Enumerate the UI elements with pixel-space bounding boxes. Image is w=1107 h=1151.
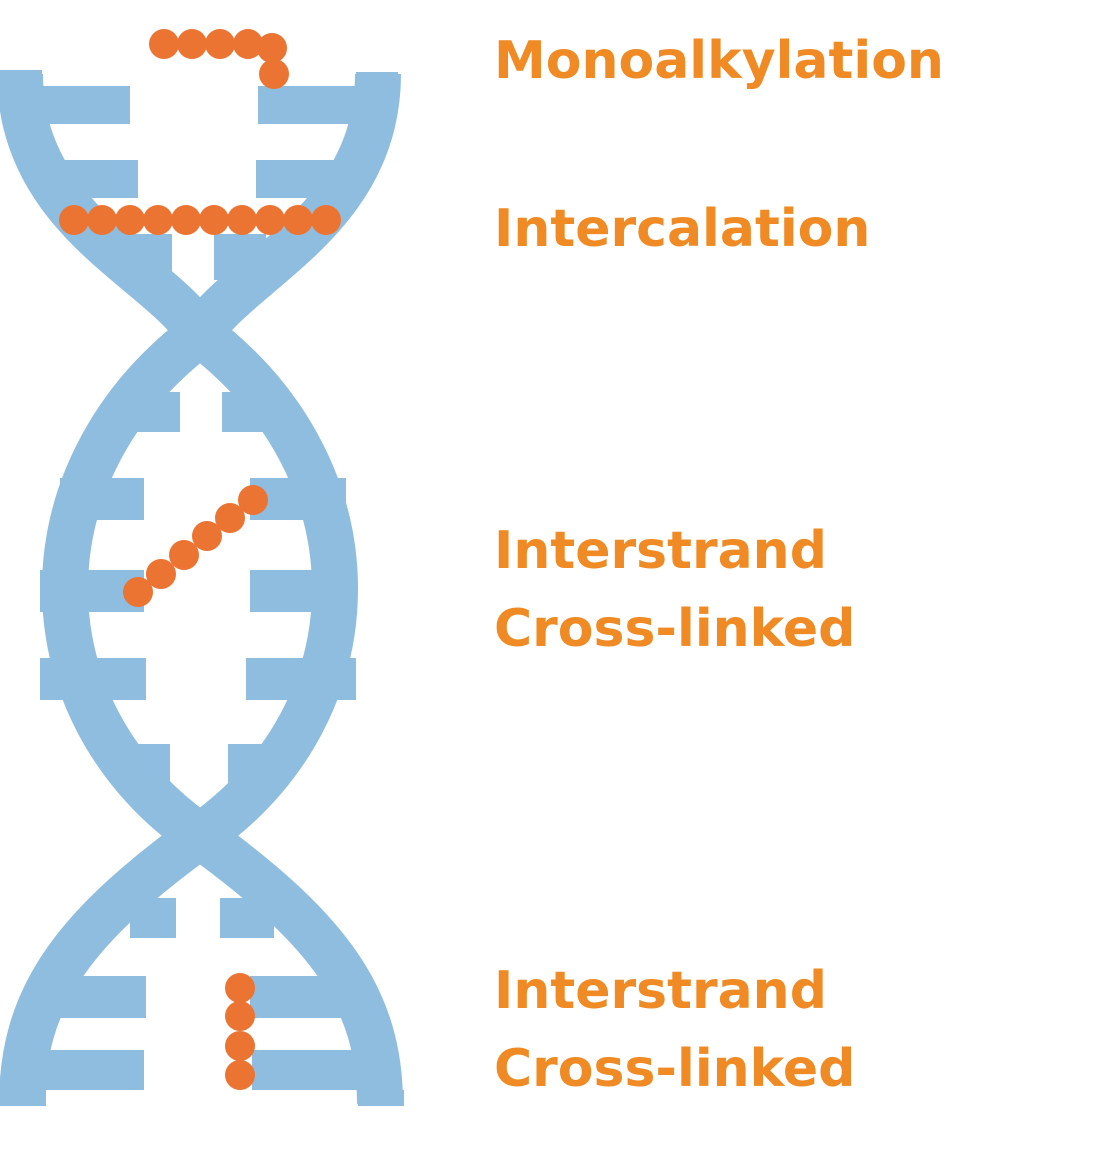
- molecule-bead: [215, 503, 245, 533]
- molecule-bead: [238, 485, 268, 515]
- molecule-bead: [87, 205, 117, 235]
- base-pair-left: [120, 234, 172, 280]
- interstrand-crosslink-vertical-molecule: [225, 973, 255, 1090]
- molecule-bead: [192, 521, 222, 551]
- base-pair-right: [252, 1050, 362, 1090]
- molecule-bead: [225, 973, 255, 1003]
- label-interstrand-2-line1: Interstrand: [494, 961, 827, 1021]
- label-intercalation: Intercalation: [494, 199, 871, 259]
- intercalation-molecule: [59, 205, 341, 235]
- molecule-bead: [283, 205, 313, 235]
- base-pair-right: [256, 160, 336, 198]
- molecule-bead: [59, 205, 89, 235]
- base-pair-left: [60, 160, 138, 198]
- base-pair-left: [30, 1050, 144, 1090]
- molecule-bead: [205, 29, 235, 59]
- base-pair-right: [246, 658, 356, 700]
- molecule-bead: [177, 29, 207, 59]
- molecule-bead: [311, 205, 341, 235]
- base-pair-right: [214, 234, 266, 280]
- strand-cap-bottom-right: [358, 1090, 404, 1106]
- molecule-bead: [225, 1001, 255, 1031]
- molecule-bead: [115, 205, 145, 235]
- molecule-bead: [169, 540, 199, 570]
- base-pair-left: [120, 744, 170, 788]
- drug-molecules: [59, 29, 341, 1090]
- label-monoalkylation: Monoalkylation: [494, 31, 944, 91]
- dna-double-helix: [0, 70, 404, 1106]
- molecule-bead: [227, 205, 257, 235]
- strand-cap-top-right: [356, 72, 398, 86]
- molecule-bead: [171, 205, 201, 235]
- strand-cap-bottom-left: [0, 1090, 46, 1106]
- molecule-bead: [225, 1060, 255, 1090]
- molecule-bead: [143, 205, 173, 235]
- molecule-bead: [259, 59, 289, 89]
- molecule-bead: [199, 205, 229, 235]
- base-pair-right: [222, 392, 278, 432]
- strand-cap-top-left: [0, 70, 42, 84]
- molecule-bead: [123, 577, 153, 607]
- base-pair-left: [30, 86, 130, 124]
- label-interstrand-1-line1: Interstrand: [494, 521, 827, 581]
- molecule-bead: [146, 559, 176, 589]
- molecule-bead: [257, 33, 287, 63]
- interstrand-crosslink-diagonal-molecule: [123, 485, 268, 607]
- base-pair-left: [60, 478, 144, 520]
- base-pair-right: [250, 976, 354, 1018]
- label-interstrand-1-line2: Cross-linked: [494, 599, 856, 659]
- label-interstrand-2-line2: Cross-linked: [494, 1039, 856, 1099]
- base-pair-left: [130, 392, 180, 432]
- molecule-bead: [233, 29, 263, 59]
- base-pair-right: [250, 570, 354, 612]
- base-pair-left: [130, 898, 176, 938]
- base-pair-right: [258, 86, 368, 124]
- base-pair-right: [220, 898, 274, 938]
- molecule-bead: [149, 29, 179, 59]
- molecule-bead: [255, 205, 285, 235]
- base-pair-left: [40, 658, 146, 700]
- base-pair-right: [228, 744, 284, 788]
- molecule-bead: [225, 1031, 255, 1061]
- monoalkylation-molecule: [149, 29, 289, 89]
- base-pair-left: [50, 976, 146, 1018]
